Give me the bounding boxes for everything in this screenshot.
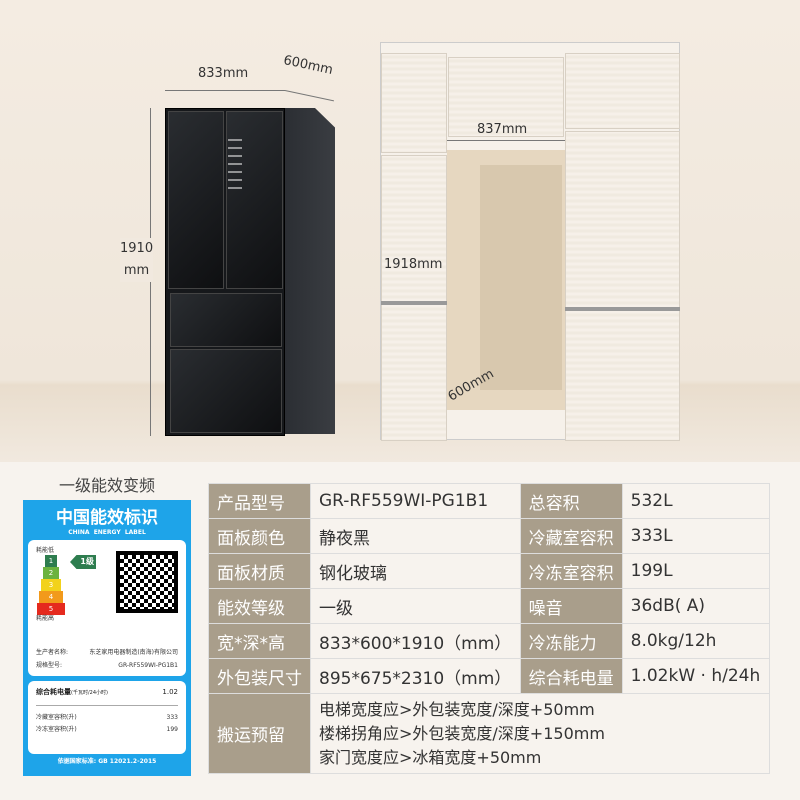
divider [36, 705, 178, 706]
spec-label: 宽*深*高 [208, 623, 311, 659]
label-bottom-box: 综合耗电量(千瓦时/24小时) 1.02 冷藏室容积(升) 333 冷冻室容积(… [28, 681, 186, 754]
spec-value: 一级 [310, 588, 521, 624]
standard-label: 依据国家标准: GB 12021.2-2015 [57, 758, 157, 765]
cabinet-panel [448, 57, 564, 137]
spec-label: 总容积 [519, 483, 623, 519]
freezer-vol-row: 冷冻室容积(升) 199 [36, 726, 178, 734]
spec-label: 冷冻能力 [519, 623, 623, 659]
consumption-unit: (千瓦时/24小时) [71, 690, 108, 696]
model-row: 规格型号: GR-RF559WI-PG1B1 [36, 662, 178, 670]
spec-value: 钢化玻璃 [310, 553, 521, 589]
transport-note: 家门宽度应>冰箱宽度+50mm [319, 747, 542, 767]
grade-1: 1 [45, 555, 57, 567]
spec-label: 综合耗电量 [519, 658, 623, 694]
grade-section: 耗能低 1 2 3 4 5 耗能高 1级 [36, 547, 178, 623]
energy-label: 中国能效标识 CHINA ENERGY LABEL 耗能低 1 2 3 4 5 … [23, 500, 191, 776]
current-grade-arrow: 1级 [70, 555, 96, 569]
fridge-vol-label: 冷藏室容积(升) [36, 714, 77, 721]
opening-back [480, 165, 562, 390]
maker-label: 生产者名称: [36, 649, 69, 656]
spec-value: 333L [621, 518, 771, 554]
spec-value: 199L [621, 553, 771, 589]
fridge-height-label: 1910 mm [120, 238, 154, 282]
cabinet-panel [381, 53, 447, 153]
transport-notes: 电梯宽度应>外包装宽度/深度+50mm 楼梯拐角应>外包装宽度/深度+150mm… [310, 693, 770, 774]
spec-label: 产品型号 [208, 483, 311, 519]
consumption-value: 1.02 [162, 688, 178, 696]
cabinet-panel [565, 131, 680, 441]
model-label: 规格型号: [36, 662, 63, 669]
label-title-en: CHINA ENERGY LABEL [68, 529, 146, 536]
transport-label: 搬运预留 [208, 693, 311, 774]
freezer-vol-label: 冷冻室容积(升) [36, 726, 77, 733]
grade-2: 2 [43, 567, 59, 579]
label-top-box: 耗能低 1 2 3 4 5 耗能高 1级 生产者名称: 东芝家用电器制造(南海)… [28, 540, 186, 676]
spec-value: 1.02kW · h/24h [621, 658, 771, 694]
spec-value: 36dB( A) [621, 588, 771, 624]
spec-label: 能效等级 [208, 588, 311, 624]
handle [381, 301, 447, 305]
energy-title: 一级能效变频 [58, 476, 155, 495]
grade-5: 5 [37, 603, 65, 615]
model-value: GR-RF559WI-PG1B1 [118, 662, 178, 669]
consumption-row: 综合耗电量(千瓦时/24小时) 1.02 [36, 688, 178, 698]
spec-value: 895*675*2310（mm） [310, 658, 521, 694]
fridge-vol-value: 333 [166, 714, 178, 721]
cabinet-width-label: 837mm [477, 122, 528, 137]
cabinet-height-label: 1918mm [384, 257, 443, 272]
control-panel [228, 139, 242, 189]
spec-value: 静夜黑 [310, 518, 521, 554]
width-line [165, 90, 285, 91]
maker-value: 东芝家用电器制造(南海)有限公司 [89, 649, 178, 656]
consumption-label-text: 综合耗电量 [36, 688, 71, 696]
freezer-vol-value: 199 [166, 726, 178, 733]
grade-4: 4 [39, 591, 63, 603]
spec-label: 噪音 [519, 588, 623, 624]
spec-label: 冷藏室容积 [519, 518, 623, 554]
drawer-lower [170, 349, 282, 433]
fridge-side [285, 108, 335, 434]
spec-value: GR-RF559WI-PG1B1 [310, 483, 521, 519]
left-door [168, 111, 224, 289]
label-title-cn: 中国能效标识 [56, 508, 158, 528]
transport-note: 楼梯拐角应>外包装宽度/深度+150mm [319, 723, 605, 743]
opening-width-line [447, 140, 565, 141]
spec-label: 面板材质 [208, 553, 311, 589]
maker-row: 生产者名称: 东芝家用电器制造(南海)有限公司 [36, 649, 178, 657]
spec-label: 外包装尺寸 [208, 658, 311, 694]
handle [565, 307, 680, 311]
transport-note: 电梯宽度应>外包装宽度/深度+50mm [319, 699, 595, 719]
grade-3: 3 [41, 579, 61, 591]
spec-label: 面板颜色 [208, 518, 311, 554]
cabinet-panel [381, 155, 447, 441]
fridge-vol-row: 冷藏室容积(升) 333 [36, 714, 178, 722]
drawer-upper [170, 293, 282, 347]
low-label: 耗能低 [36, 547, 55, 554]
high-label: 耗能高 [36, 615, 55, 622]
cabinet-panel [565, 53, 680, 129]
right-door [226, 111, 283, 289]
spec-value: 833*600*1910（mm） [310, 623, 521, 659]
spec-value: 532L [621, 483, 771, 519]
consumption-label: 综合耗电量(千瓦时/24小时) [36, 688, 108, 698]
spec-label: 冷冻室容积 [519, 553, 623, 589]
table-row: 搬运预留 电梯宽度应>外包装宽度/深度+50mm 楼梯拐角应>外包装宽度/深度+… [208, 693, 770, 774]
grade-scale: 耗能低 1 2 3 4 5 耗能高 [36, 547, 66, 623]
refrigerator [165, 108, 285, 436]
spec-value: 8.0kg/12h [621, 623, 771, 659]
qr-code [116, 551, 178, 613]
fridge-width-label: 833mm [198, 66, 249, 81]
